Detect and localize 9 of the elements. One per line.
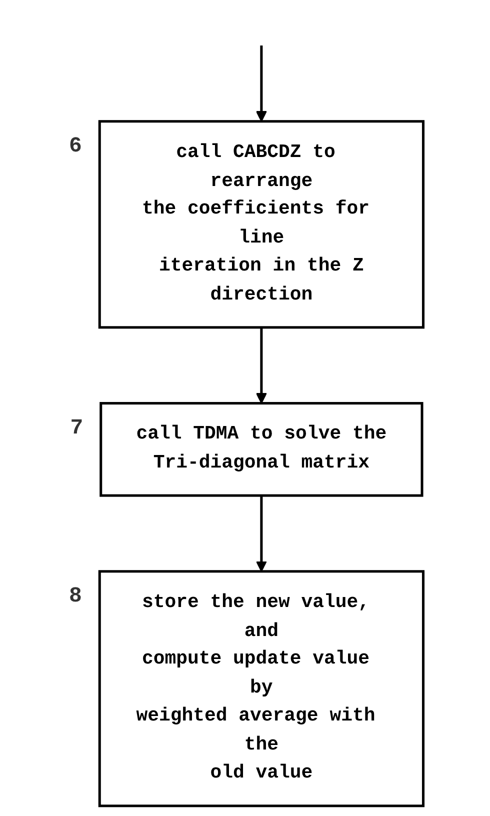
step-number: 8 [69,584,82,609]
process-box: call CABCDZ to rearrange the coefficients for line iteration in the Z direction [98,120,424,329]
arrow [256,327,267,404]
step-number: 7 [70,416,84,441]
process-box: store the new value, and compute update value by weighted average with the old value [98,570,424,808]
arrow [256,496,267,572]
process-box: call TDMA to solve the Tri-diagonal matrix [100,402,424,497]
step-number: 6 [69,134,82,159]
arrow [256,46,267,122]
